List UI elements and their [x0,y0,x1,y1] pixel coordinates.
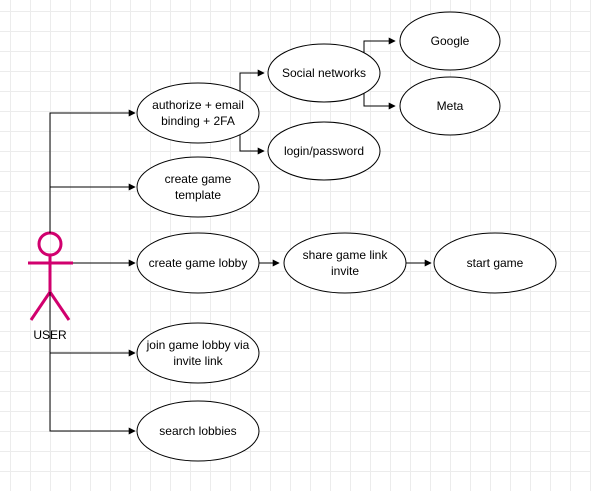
node-social-shape[interactable] [267,43,381,103]
node-search-lobbies-label: search lobbies [159,424,237,438]
node-meta-label: Meta [436,99,464,113]
node-create-template-label: create game template [164,172,232,202]
edge-user-search-trunk [49,292,135,432]
node-login-label: login/password [283,144,365,158]
node-create-template-shape[interactable] [136,156,260,218]
node-authorize-shape[interactable] [136,82,260,144]
node-share-link-label: share game link invite [302,248,388,278]
actor-head [37,231,63,257]
node-create-lobby-label: create game lobby [148,256,248,270]
node-google-label: Google [430,34,470,48]
node-create-lobby-shape[interactable] [136,232,260,294]
node-start-game-label: start game [466,256,524,270]
node-authorize-label: authorize + email binding + 2FA [152,98,244,128]
node-google-shape[interactable] [399,11,501,71]
node-join-lobby-label: join game lobby via invite link [146,338,250,368]
edge-user-authorize [49,109,136,233]
node-meta-shape[interactable] [399,76,501,136]
node-join-lobby-shape[interactable] [136,322,260,384]
actor-left-leg [29,291,52,321]
node-share-link-shape[interactable] [283,232,407,294]
node-social-label: Social networks [281,66,367,80]
node-start-game-shape[interactable] [433,232,557,294]
node-search-lobbies-shape[interactable] [136,400,260,462]
actor-label: USER [33,328,67,342]
node-login-shape[interactable] [267,121,381,181]
actor-right-leg [48,291,71,321]
